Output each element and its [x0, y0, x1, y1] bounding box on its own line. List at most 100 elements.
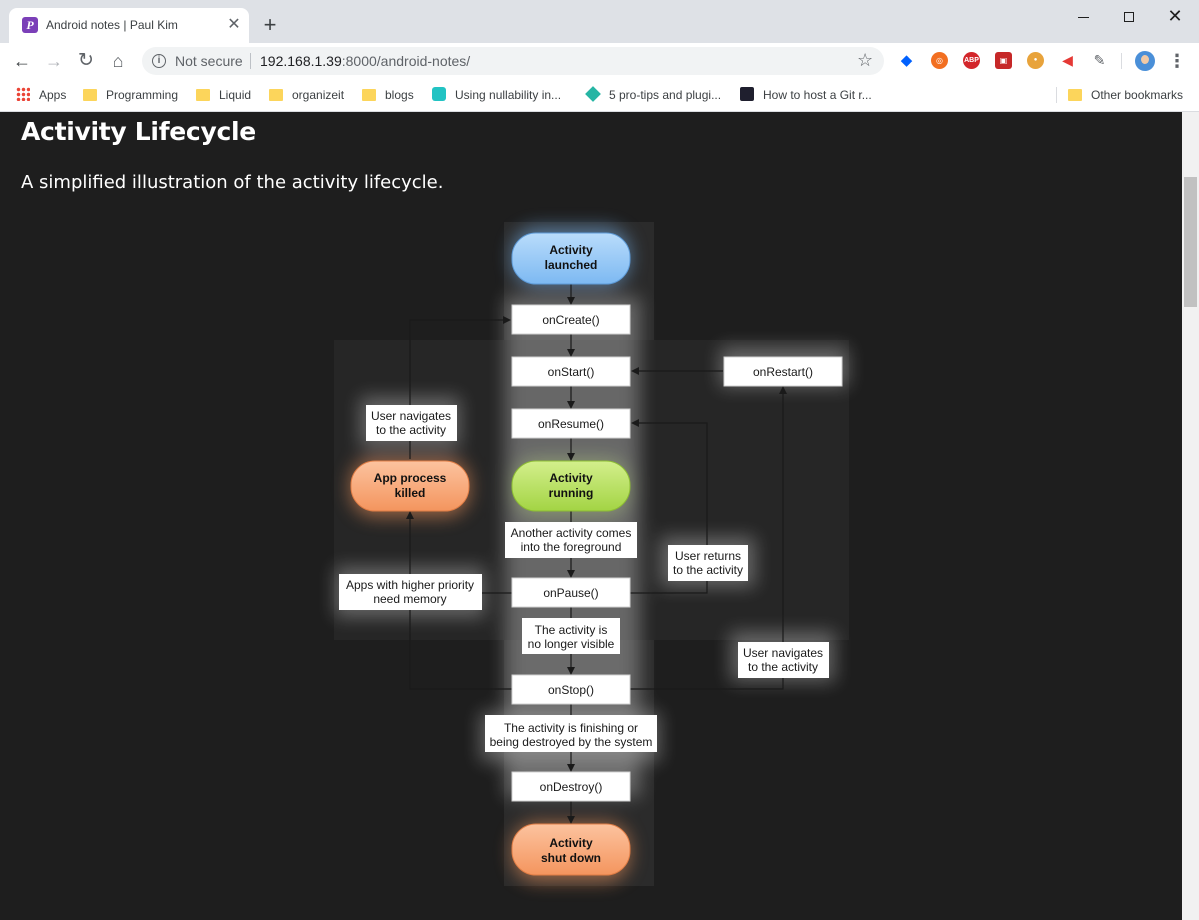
- info-icon[interactable]: i: [152, 54, 166, 68]
- label-user-returns: User returns to the activity: [668, 545, 748, 581]
- apps-grid-icon: [16, 87, 30, 101]
- arrow-stop-restart: [630, 386, 787, 690]
- page-title: Activity Lifecycle: [21, 117, 256, 146]
- url-host: 192.168.1.39: [260, 53, 342, 69]
- state-launched-line1: Activity: [549, 243, 593, 257]
- label-user-returns-line1: User returns: [675, 549, 741, 563]
- bookmark-nullability[interactable]: Using nullability in...: [432, 86, 561, 104]
- profile-avatar[interactable]: [1135, 51, 1155, 71]
- arrow-stop-killed: [406, 511, 512, 690]
- on-stop-node: onStop(): [511, 674, 631, 705]
- folder-icon: [269, 89, 283, 101]
- diamond-icon: [585, 86, 601, 102]
- on-resume-label: onResume(): [538, 417, 604, 431]
- state-killed-line2: killed: [395, 486, 426, 500]
- toolbar-divider: [1121, 53, 1122, 69]
- page-scrollbar[interactable]: [1182, 112, 1199, 920]
- bookmarks-bar: Apps Programming Liquid organizeit blogs…: [0, 79, 1199, 112]
- red-extension-icon[interactable]: ▣: [995, 52, 1012, 69]
- label-user-navigates-right-line2: to the activity: [748, 660, 818, 674]
- bookmark-label: organizeit: [292, 88, 345, 102]
- window-maximize-button[interactable]: [1106, 4, 1152, 28]
- on-start-node: onStart(): [511, 356, 631, 387]
- maximize-icon: [1124, 12, 1134, 23]
- forward-button[interactable]: →: [45, 51, 63, 71]
- bookmark-label: 5 pro-tips and plugi...: [609, 88, 722, 102]
- browser-menu-icon[interactable]: ⋮: [1168, 51, 1186, 71]
- bookmark-other-folder[interactable]: Other bookmarks: [1068, 86, 1183, 104]
- folder-icon: [1068, 89, 1082, 101]
- bookmark-apps[interactable]: Apps: [16, 86, 66, 104]
- bookmark-folder-liquid[interactable]: Liquid: [196, 86, 251, 104]
- color-picker-extension-icon[interactable]: ✎: [1093, 52, 1106, 68]
- megaphone-extension-icon[interactable]: ◀: [1062, 52, 1073, 68]
- lifebuoy-extension-icon[interactable]: ◎: [931, 52, 948, 69]
- reload-button[interactable]: ↻: [78, 50, 94, 71]
- bookmark-label: Using nullability in...: [455, 88, 562, 102]
- url-path: :8000/android-notes/: [341, 53, 471, 69]
- on-destroy-label: onDestroy(): [540, 780, 603, 794]
- url-text[interactable]: 192.168.1.39:8000/android-notes/: [260, 53, 470, 69]
- state-shutdown-line2: shut down: [541, 851, 601, 865]
- bookmark-folder-blogs[interactable]: blogs: [362, 86, 414, 104]
- label-user-navigates-left: User navigates to the activity: [366, 405, 457, 441]
- label-user-navigates-left-line2: to the activity: [376, 423, 446, 437]
- orange-extension-icon[interactable]: ●: [1027, 52, 1044, 69]
- label-user-returns-line2: to the activity: [673, 563, 743, 577]
- label-higher-priority-line1: Apps with higher priority: [346, 578, 474, 592]
- minimize-icon: [1077, 16, 1089, 18]
- state-launched: Activity launched: [511, 232, 631, 285]
- bookmark-star-icon[interactable]: ☆: [857, 50, 874, 70]
- dropbox-extension-icon[interactable]: ◆: [900, 52, 913, 69]
- git-icon: [740, 87, 754, 101]
- label-finishing-line2: being destroyed by the system: [490, 735, 653, 749]
- on-restart-node: onRestart(): [723, 356, 843, 387]
- omnibox-divider: [250, 53, 251, 69]
- window-minimize-button[interactable]: [1060, 4, 1106, 28]
- state-running-line1: Activity: [549, 471, 593, 485]
- on-pause-label: onPause(): [543, 586, 598, 600]
- bookmark-git-host[interactable]: How to host a Git r...: [740, 86, 872, 104]
- home-button[interactable]: ⌂: [112, 51, 124, 71]
- bookmark-label: Liquid: [219, 88, 252, 102]
- label-no-longer-visible-line2: no longer visible: [528, 637, 615, 651]
- site-favicon-icon: P: [22, 17, 38, 33]
- on-resume-node: onResume(): [511, 408, 631, 439]
- bookmark-folder-programming[interactable]: Programming: [83, 86, 178, 104]
- back-button[interactable]: ←: [13, 51, 31, 71]
- label-user-navigates-right-line1: User navigates: [743, 646, 823, 660]
- label-another-activity: Another activity comes into the foregrou…: [505, 522, 637, 558]
- bookmark-label: Other bookmarks: [1091, 88, 1184, 102]
- on-stop-label: onStop(): [548, 683, 594, 697]
- state-launched-line2: launched: [545, 258, 598, 272]
- state-shutdown: Activity shut down: [511, 823, 631, 876]
- new-tab-button[interactable]: +: [263, 12, 277, 37]
- browser-tab[interactable]: P Android notes | Paul Kim ✕: [9, 8, 249, 43]
- bookmark-pro-tips[interactable]: 5 pro-tips and plugi...: [585, 86, 722, 104]
- on-destroy-node: onDestroy(): [511, 771, 631, 802]
- kotlin-icon: [432, 87, 446, 101]
- state-killed-line1: App process: [374, 471, 447, 485]
- label-user-navigates-right: User navigates to the activity: [738, 642, 829, 678]
- transition-labels: Another activity comes into the foregrou…: [339, 405, 829, 752]
- label-no-longer-visible: The activity is no longer visible: [522, 618, 620, 654]
- tab-title: Android notes | Paul Kim: [46, 18, 178, 32]
- callback-nodes: onCreate() onStart() onResume() onPause(…: [511, 304, 843, 802]
- label-higher-priority: Apps with higher priority need memory: [339, 574, 482, 610]
- tab-close-icon[interactable]: ✕: [227, 16, 241, 33]
- label-another-activity-line1: Another activity comes: [511, 526, 632, 540]
- bookmark-label: How to host a Git r...: [763, 88, 872, 102]
- adblock-extension-icon[interactable]: ABP: [963, 52, 980, 69]
- state-nodes: Activity launched Activity running App p…: [350, 232, 631, 876]
- window-close-button[interactable]: ✕: [1167, 6, 1183, 26]
- address-bar[interactable]: i Not secure 192.168.1.39:8000/android-n…: [142, 47, 884, 75]
- folder-icon: [196, 89, 210, 101]
- on-create-label: onCreate(): [542, 313, 599, 327]
- scrollbar-thumb[interactable]: [1184, 177, 1197, 307]
- security-status[interactable]: Not secure: [175, 53, 243, 69]
- activity-lifecycle-diagram: onCreate() onStart() onResume() onPause(…: [334, 222, 849, 886]
- folder-icon: [83, 89, 97, 101]
- bookmarks-divider: [1056, 87, 1057, 103]
- label-finishing-line1: The activity is finishing or: [504, 721, 638, 735]
- bookmark-folder-organizeit[interactable]: organizeit: [269, 86, 344, 104]
